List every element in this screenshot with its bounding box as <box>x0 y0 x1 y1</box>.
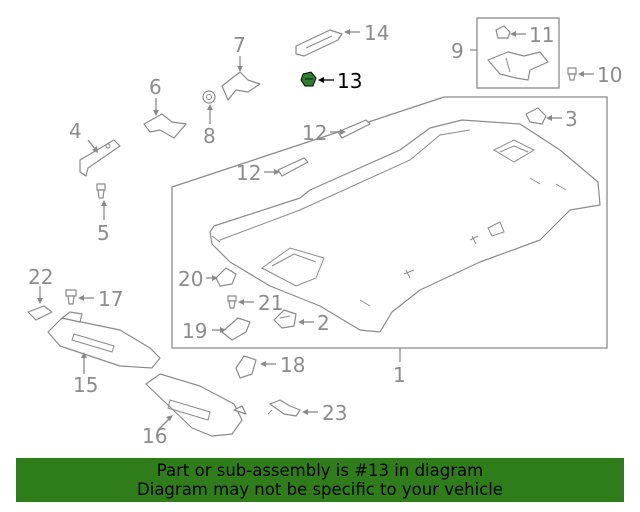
callout-9: 9 <box>451 39 464 63</box>
screw-part-21 <box>227 295 237 309</box>
callout-19: 19 <box>182 319 207 343</box>
clip-part-22 <box>27 305 53 321</box>
bracket-part-7 <box>221 71 261 101</box>
callout-5: 5 <box>97 221 110 245</box>
callout-4: 4 <box>69 119 82 143</box>
clip-part-13-highlighted <box>300 71 317 87</box>
callout-23: 23 <box>322 401 347 425</box>
leader-line-13 <box>318 77 334 83</box>
callout-20: 20 <box>178 267 203 291</box>
bracket-part-4 <box>79 139 121 177</box>
callout-6: 6 <box>149 75 162 99</box>
callout-15: 15 <box>73 373 98 397</box>
harness-part-23 <box>267 399 301 417</box>
leader-lines <box>37 29 594 431</box>
bracket-part-9 <box>487 51 549 81</box>
strip-part-12-lower <box>277 157 309 177</box>
clip-part-11 <box>495 25 511 39</box>
callout-21: 21 <box>258 291 283 315</box>
callout-12-lower: 12 <box>236 161 261 185</box>
notice-banner: Part or sub-assembly is #13 in diagram D… <box>16 458 624 502</box>
callout-11: 11 <box>529 23 554 47</box>
callout-14: 14 <box>364 21 389 45</box>
notice-line-2: Diagram may not be specific to your vehi… <box>137 480 503 499</box>
rail-part-14 <box>295 29 343 57</box>
headliner-frame <box>171 96 608 349</box>
bracket-part-3 <box>525 107 547 125</box>
clip-part-18 <box>235 355 257 379</box>
callout-3: 3 <box>565 107 578 131</box>
bolt-part-5 <box>96 183 106 199</box>
sun-visor-part-15 <box>47 311 161 369</box>
strip-part-12-upper <box>337 119 371 139</box>
bracket-part-6 <box>143 113 187 139</box>
callout-22: 22 <box>28 265 53 289</box>
callout-10: 10 <box>597 63 622 87</box>
callout-2: 2 <box>317 311 330 335</box>
screw-part-17 <box>65 289 77 305</box>
clip-part-2 <box>273 309 297 329</box>
notice-line-1: Part or sub-assembly is #13 in diagram <box>156 461 484 480</box>
nut-part-8 <box>202 90 216 104</box>
callout-13: 13 <box>337 69 362 93</box>
callout-12-upper: 12 <box>302 121 327 145</box>
callout-18: 18 <box>280 353 305 377</box>
callout-7: 7 <box>233 33 246 57</box>
assembly-box-part-9 <box>476 17 560 89</box>
callout-8: 8 <box>203 124 216 148</box>
hook-part-20 <box>215 267 237 287</box>
sun-visor-part-16 <box>145 373 247 437</box>
cover-part-19 <box>221 317 251 341</box>
callout-17: 17 <box>98 287 123 311</box>
callout-16: 16 <box>142 424 167 448</box>
headliner-part-1 <box>209 119 601 333</box>
bolt-part-10 <box>567 67 577 81</box>
callout-1: 1 <box>393 363 406 387</box>
